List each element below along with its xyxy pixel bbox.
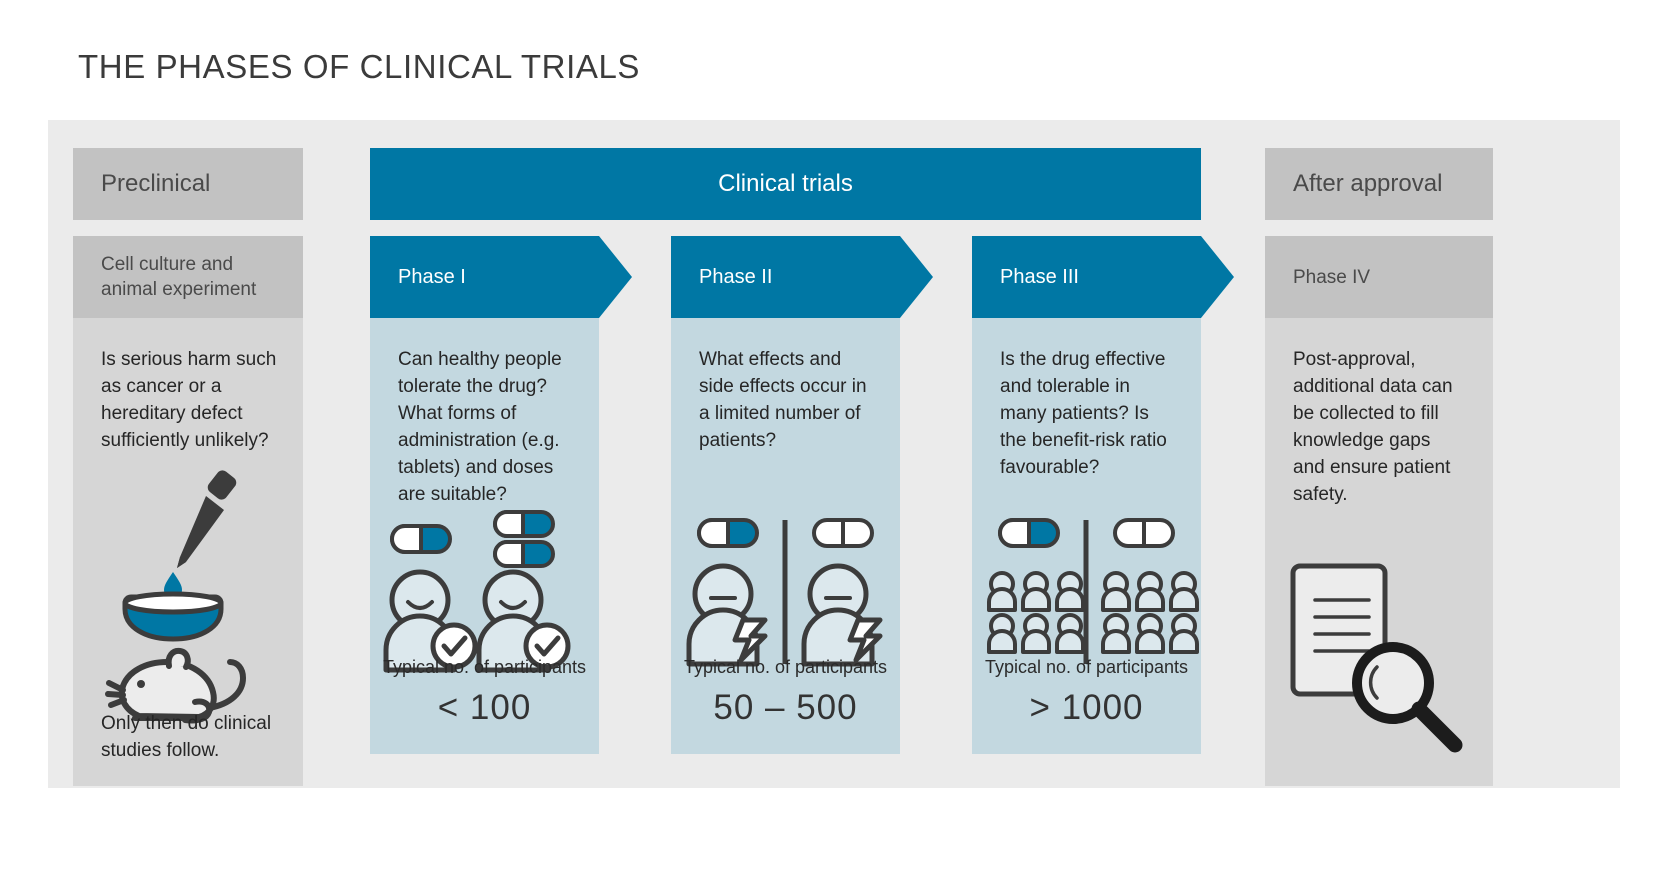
band-after-approval: After approval [1265, 148, 1493, 220]
header-phase-2: Phase II [671, 236, 933, 318]
header-phase-1: Phase I [370, 236, 632, 318]
header-phase-3: Phase III [972, 236, 1234, 318]
people-group-icon [1101, 571, 1199, 654]
phase-3-icon-group [987, 518, 1199, 664]
panel-phase-4: Post-approval, additional data can be co… [1265, 318, 1493, 786]
people-group-icon [987, 571, 1085, 654]
column-phase-1: Phase I Can healthy people tolerate the … [370, 236, 632, 754]
capsule-placebo-icon [812, 518, 874, 548]
subheader-preclinical: Cell culture and animal experiment [73, 236, 303, 318]
header-phase-2-label: Phase II [699, 265, 773, 288]
footer-preclinical: Only then do clinical studies follow. [101, 713, 272, 761]
person-check-icon [476, 569, 571, 673]
panel-phase-3: Is the drug effective and tolerable in m… [972, 318, 1201, 754]
petri-dish-icon [122, 591, 224, 642]
panel-preclinical: Is serious harm such as cancer or a here… [73, 318, 303, 786]
header-phase-1-label: Phase I [398, 265, 466, 288]
person-sideeffect-icon [686, 563, 768, 667]
diagram-board: Preclinical Cell culture and animal expe… [48, 120, 1620, 788]
person-sideeffect-icon [801, 563, 883, 667]
document-magnifier-icon-group [1290, 563, 1463, 753]
arrow-right-icon [900, 236, 933, 318]
participants-label-phase-2: Typical no. of participants [683, 657, 888, 677]
participants-phase-3: Typical no. of participants > 1000 [972, 657, 1201, 728]
person-check-icon [383, 569, 478, 673]
capsule-double-icon [493, 510, 555, 568]
phase-2-icon-group [686, 518, 883, 667]
body-preclinical: Is serious harm such as cancer or a here… [101, 349, 277, 451]
capsule-placebo-icon [1113, 518, 1175, 548]
subheader-phase-4: Phase IV [1265, 236, 1493, 318]
header-phase-3-label: Phase III [1000, 265, 1079, 288]
pipette-icon [177, 470, 237, 568]
capsule-drug-icon [697, 518, 759, 548]
participants-label-phase-3: Typical no. of participants [984, 657, 1189, 677]
magnifier-icon [1352, 642, 1463, 753]
column-preclinical: Preclinical Cell culture and animal expe… [73, 148, 303, 786]
page-title: THE PHASES OF CLINICAL TRIALS [78, 48, 641, 85]
body-phase-1: Can healthy people tolerate the drug? Wh… [398, 349, 562, 505]
column-phase-2: Phase II What effects and side effects o… [671, 236, 933, 754]
participants-phase-1: Typical no. of participants < 100 [370, 657, 599, 728]
capsule-single-icon [390, 524, 452, 554]
column-after-approval: After approval Phase IV Post-approval, a… [1265, 148, 1493, 786]
capsule-drug-icon [998, 518, 1060, 548]
participants-phase-2: Typical no. of participants 50 – 500 [671, 657, 900, 728]
column-clinical-trials: Clinical trials Phase I Can healthy peop… [370, 148, 1234, 754]
phase-1-capsules-icon-group [390, 510, 555, 568]
participants-value-phase-2: 50 – 500 [713, 688, 858, 727]
phase-1-people-icon-group [383, 569, 571, 673]
panel-phase-1: Can healthy people tolerate the drug? Wh… [370, 318, 599, 754]
body-phase-4: Post-approval, additional data can be co… [1293, 349, 1453, 505]
arrow-right-icon [599, 236, 632, 318]
band-clinical-trials: Clinical trials [370, 148, 1201, 220]
arrow-right-icon [1201, 236, 1234, 318]
mouse-icon [105, 647, 246, 724]
body-phase-3: Is the drug effective and tolerable in m… [1000, 349, 1167, 478]
participants-value-phase-3: > 1000 [1029, 688, 1144, 727]
participants-value-phase-1: < 100 [437, 688, 532, 727]
participants-label-phase-1: Typical no. of participants [382, 657, 587, 677]
body-phase-2: What effects and side effects occur in a… [699, 349, 867, 451]
band-preclinical: Preclinical [73, 148, 303, 220]
panel-phase-2: What effects and side effects occur in a… [671, 318, 900, 754]
column-phase-3: Phase III Is the drug effective and tole… [972, 236, 1234, 754]
